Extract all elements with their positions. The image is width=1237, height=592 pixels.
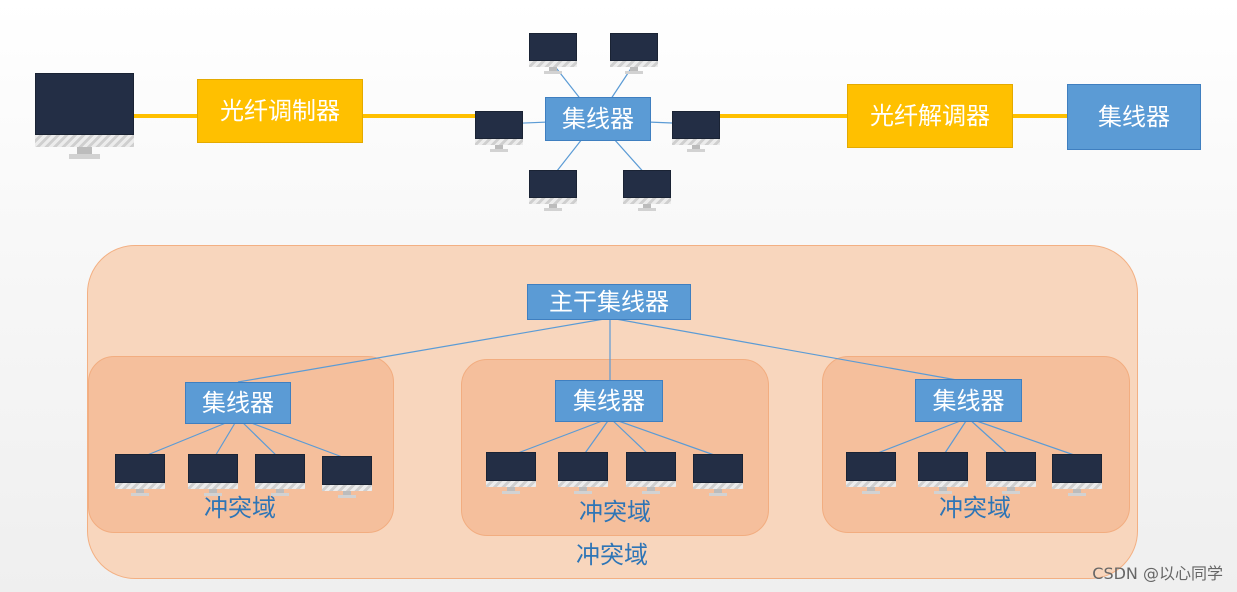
domain-2-hub-box: 集线器 (555, 380, 663, 422)
monitor-icon (529, 33, 577, 75)
watermark: CSDN @以心同学 (1092, 564, 1223, 583)
backbone-hub-box: 主干集线器 (527, 284, 691, 320)
domain-3-label: 冲突域 (939, 494, 1011, 522)
domain-1-label: 冲突域 (204, 494, 276, 522)
monitor-icon (610, 33, 658, 75)
monitor-icon (918, 452, 968, 494)
monitor-icon (475, 111, 523, 153)
domain-3-hub-box: 集线器 (915, 379, 1022, 422)
domain-1-hub-box: 集线器 (185, 382, 291, 424)
monitor-icon (188, 454, 238, 496)
monitor-icon (626, 452, 676, 494)
monitor-icon (846, 452, 896, 494)
collision-domain-2 (461, 359, 769, 536)
monitor-icon (115, 454, 165, 496)
fiber-demodulator-box: 光纤解调器 (847, 84, 1013, 148)
fiber-modulator-box: 光纤调制器 (197, 79, 363, 143)
outer-domain-label: 冲突域 (576, 541, 648, 569)
monitor-icon (693, 454, 743, 496)
monitor-icon (529, 170, 577, 212)
monitor-icon (558, 452, 608, 494)
monitor-icon (623, 170, 671, 212)
domain-2-label: 冲突域 (579, 498, 651, 526)
large-monitor-icon (35, 73, 134, 161)
monitor-icon (255, 454, 305, 496)
remote-hub-box: 集线器 (1067, 84, 1201, 150)
monitor-icon (1052, 454, 1102, 496)
monitor-icon (986, 452, 1036, 494)
monitor-icon (672, 111, 720, 153)
monitor-icon (322, 456, 372, 498)
monitor-icon (486, 452, 536, 494)
central-hub-box: 集线器 (545, 97, 651, 141)
